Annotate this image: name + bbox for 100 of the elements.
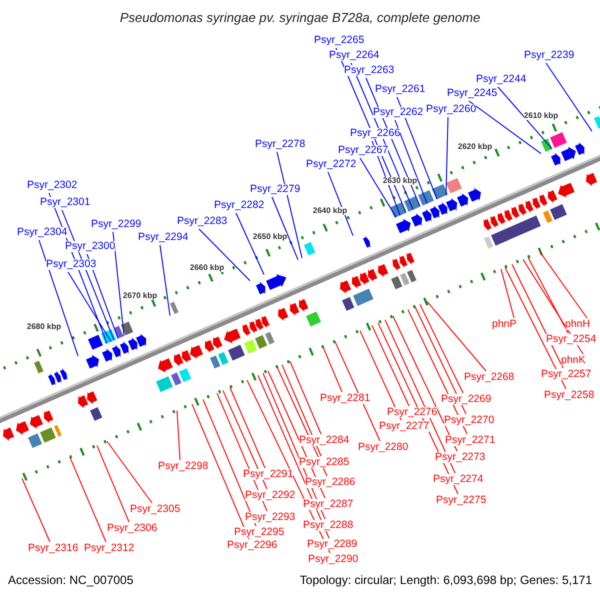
gene-label: Psyr_2273 — [435, 452, 486, 462]
leader-line — [528, 256, 568, 334]
accession-label: Accession: NC_007005 — [8, 574, 134, 586]
gene-label: Psyr_2283 — [177, 216, 228, 226]
leader-line — [192, 404, 250, 540]
gene-label: Psyr_2271 — [445, 435, 496, 446]
gene-label: Psyr_2288 — [303, 520, 354, 530]
gene-label: Psyr_2301 — [40, 197, 90, 208]
gene-label: Psyr_2263 — [344, 65, 394, 76]
leader-line — [540, 252, 588, 318]
leader-line — [446, 116, 448, 196]
leader-line — [236, 212, 264, 276]
gene-label: Psyr_2265 — [314, 35, 364, 46]
scale-label: 2680 kbp — [26, 323, 62, 331]
leader-line — [360, 158, 396, 218]
leader-line — [198, 228, 250, 282]
gene-label: Psyr_2267 — [338, 145, 388, 156]
leader-line — [360, 330, 402, 420]
gene-label: Psyr_2293 — [245, 512, 296, 522]
gene-label: Psyr_2272 — [306, 159, 356, 170]
leader-line — [230, 387, 266, 468]
leader-line — [86, 254, 118, 339]
leader-line — [96, 445, 130, 522]
gene-label: Psyr_2303 — [46, 259, 96, 270]
leader-line — [282, 364, 322, 456]
leader-line — [290, 360, 322, 434]
gene-label: Psyr_2254 — [546, 334, 596, 344]
scale-label: 2660 kbp — [190, 264, 224, 272]
scale-label: 2620 kbp — [458, 143, 492, 151]
leader-line — [546, 62, 592, 132]
leader-line — [420, 304, 464, 394]
genome-stats-label: Topology: circular; Length: 6,093,698 bp; Genes: 5,171 — [300, 574, 592, 586]
gene-label: phnK — [561, 355, 586, 366]
title: Pseudomonas syringae pv. syringae B728a, complete genome — [118, 11, 482, 24]
leader-line — [38, 240, 78, 356]
gene-label: Psyr_2268 — [464, 372, 514, 382]
leader-line — [22, 478, 50, 542]
gene-label: Psyr_2286 — [305, 477, 356, 488]
leader-line — [504, 266, 566, 390]
gene-label: Psyr_2290 — [308, 554, 358, 564]
gene-label: Psyr_2299 — [91, 219, 142, 230]
gene-label: Psyr_2257 — [541, 369, 592, 380]
leader-line — [276, 152, 302, 259]
gene-label: Psyr_2285 — [299, 457, 350, 468]
gene-label: Psyr_2316 — [28, 543, 78, 554]
gene-label: Psyr_2244 — [476, 74, 526, 84]
gene-label: Psyr_2239 — [524, 50, 574, 60]
gene-label: Psyr_2261 — [375, 84, 426, 94]
leader-line — [272, 196, 298, 260]
leader-line — [106, 440, 152, 504]
gene-label: Psyr_2260 — [426, 104, 476, 114]
gene-label: Psyr_2276 — [387, 407, 438, 418]
gene-label: Psyr_2291 — [243, 469, 294, 480]
gene-label: Psyr_2298 — [158, 461, 208, 472]
gene-label: Psyr_2258 — [544, 390, 594, 400]
gene-label: Psyr_2270 — [444, 415, 494, 426]
leader-line — [372, 324, 410, 406]
gene-label: Psyr_2292 — [245, 490, 296, 500]
leader-line — [70, 456, 106, 542]
leader-line — [258, 374, 330, 538]
leader-line — [426, 300, 486, 372]
leader-line — [222, 390, 268, 490]
gene-label: Psyr_2264 — [329, 50, 380, 60]
gene-label: Psyr_2295 — [234, 527, 284, 538]
gene-label: Psyr_2305 — [130, 504, 180, 514]
scale-label: 2630 kbp — [382, 177, 418, 185]
gene-label: Psyr_2289 — [307, 539, 358, 550]
leader-line — [392, 316, 458, 452]
leader-line — [498, 86, 552, 150]
gene-label: Psyr_2294 — [138, 232, 188, 242]
leader-line — [322, 346, 342, 392]
scale-label: 2640 kbp — [312, 207, 348, 215]
gene-label: Psyr_2282 — [214, 200, 264, 210]
gene-label: Psyr_2266 — [350, 128, 400, 138]
scale-label: 2670 kbp — [122, 292, 158, 300]
gene-label: Psyr_2284 — [299, 435, 350, 446]
gene-label: Psyr_2278 — [255, 139, 306, 150]
leader-line — [500, 268, 514, 318]
scale-label: 2610 kbp — [524, 112, 558, 120]
leader-line — [112, 232, 124, 336]
gene-label: Psyr_2312 — [84, 543, 134, 554]
leader-line — [160, 244, 170, 316]
gene-label: Psyr_2262 — [373, 107, 424, 118]
leader-line — [414, 306, 466, 414]
gene-label: Psyr_2281 — [320, 393, 370, 404]
leader-line — [176, 410, 180, 460]
leader-line — [512, 264, 564, 368]
leader-line — [396, 96, 438, 200]
leader-line — [394, 120, 428, 204]
gene-label: Psyr_2287 — [303, 499, 354, 510]
leader-line — [68, 272, 112, 342]
gene-label: Psyr_2269 — [441, 394, 492, 404]
gene-label: Psyr_2274 — [433, 474, 484, 484]
leader-line — [522, 258, 584, 354]
leader-line — [384, 319, 456, 474]
gene-label: Psyr_2279 — [250, 184, 300, 194]
leader-line — [334, 341, 380, 442]
gene-label: Psyr_2304 — [17, 227, 68, 238]
gene-label: Psyr_2245 — [447, 88, 498, 98]
gene-label: Psyr_2275 — [436, 495, 486, 506]
